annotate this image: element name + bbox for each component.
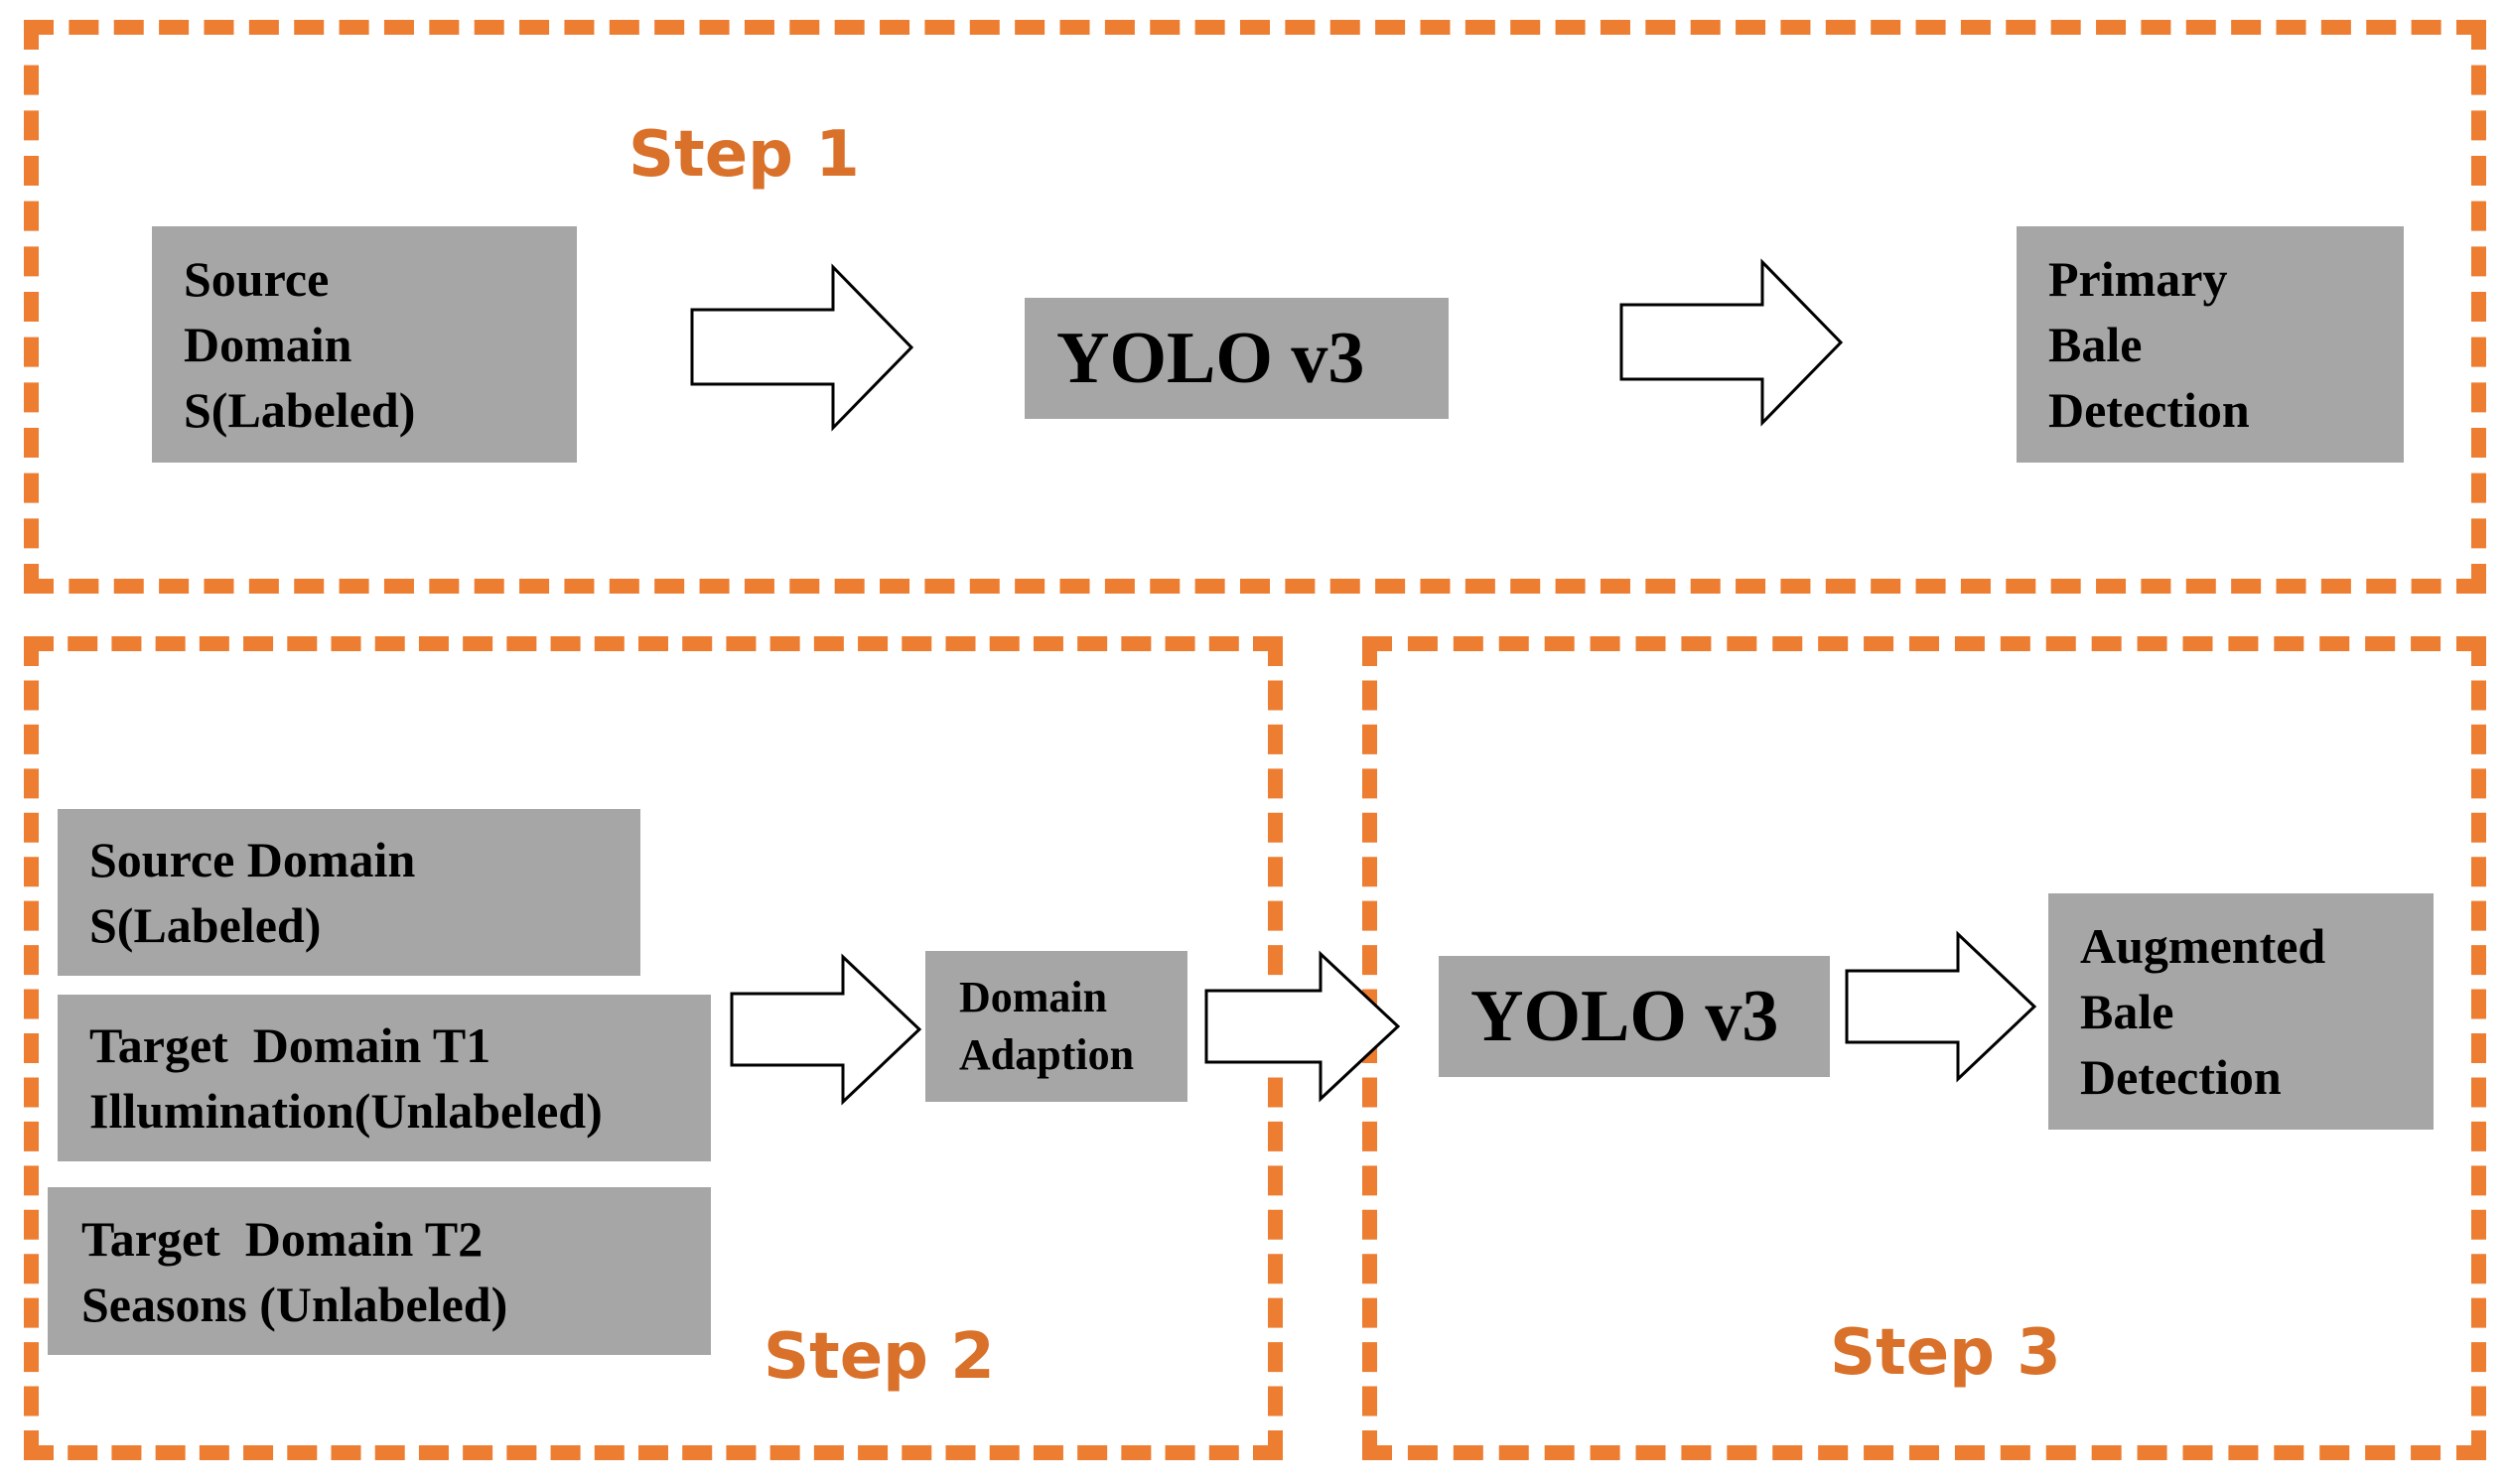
step2-target-domain-t1-box: Target Domain T1 Illumination(Unlabeled) [58, 995, 711, 1161]
block-arrow-right-icon [690, 263, 914, 432]
step3-label: Step 3 [1830, 1316, 2061, 1390]
step2-target-domain-t2-box: Target Domain T2 Seasons (Unlabeled) [48, 1187, 711, 1355]
block-arrow-right-icon [1619, 258, 1844, 427]
step2-label: Step 2 [764, 1320, 995, 1394]
step2-source-domain-box: Source Domain S(Labeled) [58, 809, 640, 976]
step2-domain-adaption-box: Domain Adaption [925, 951, 1187, 1102]
block-arrow-right-icon [1845, 930, 2037, 1083]
step1-label: Step 1 [628, 118, 860, 192]
step3-region [1362, 636, 2486, 1460]
step1-primary-bale-detection-box: Primary Bale Detection [2017, 226, 2404, 463]
step3-yolo-box: YOLO v3 [1439, 956, 1830, 1077]
step1-source-domain-box: Source Domain S(Labeled) [152, 226, 577, 463]
block-arrow-right-icon [1204, 950, 1401, 1103]
step1-yolo-box: YOLO v3 [1025, 298, 1449, 419]
block-arrow-right-icon [730, 953, 922, 1106]
step1-region [24, 20, 2486, 594]
step3-augmented-bale-detection-box: Augmented Bale Detection [2048, 893, 2434, 1130]
